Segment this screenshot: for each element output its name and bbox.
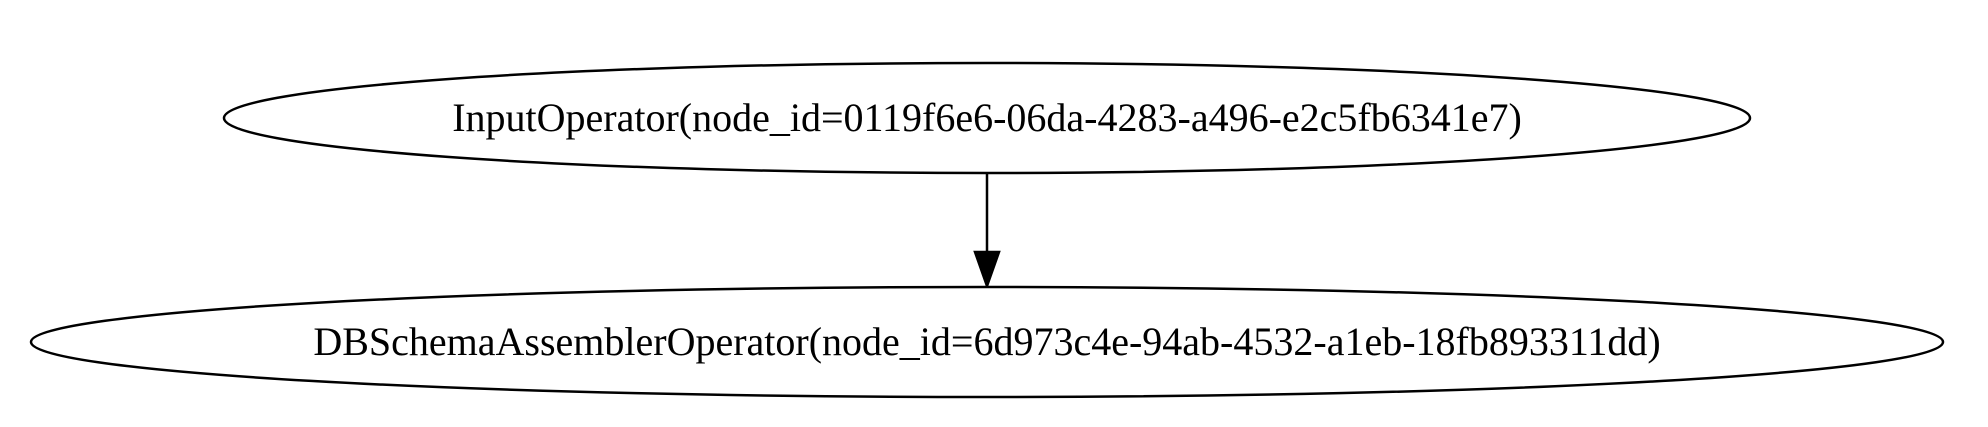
edge-input-to-assembler bbox=[973, 173, 1001, 290]
node-input-operator-label: InputOperator(node_id=0119f6e6-06da-4283… bbox=[452, 95, 1522, 140]
node-dbschema-assembler-operator[interactable]: DBSchemaAssemblerOperator(node_id=6d973c… bbox=[29, 285, 1945, 399]
edge-arrowhead-icon bbox=[973, 250, 1001, 290]
node-input-operator[interactable]: InputOperator(node_id=0119f6e6-06da-4283… bbox=[222, 61, 1752, 175]
node-dbschema-assembler-operator-ellipse bbox=[29, 285, 1945, 399]
node-dbschema-assembler-operator-label: DBSchemaAssemblerOperator(node_id=6d973c… bbox=[313, 319, 1660, 364]
